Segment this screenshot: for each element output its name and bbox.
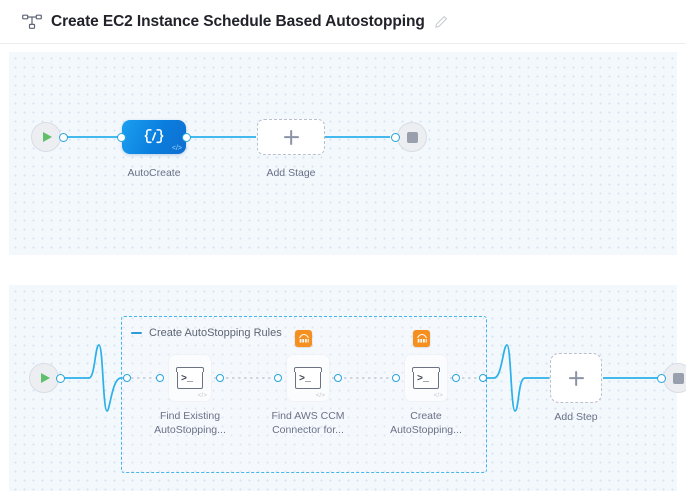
aws-connector-icon [413,330,430,347]
play-icon [43,132,52,142]
step-end-node[interactable] [657,363,686,393]
terminal-prompt: >_ [299,373,312,385]
terminal-icon: >_ [176,366,204,389]
page-title: Create EC2 Instance Schedule Based Autos… [51,12,425,30]
stage-card[interactable]: </> [122,120,186,154]
step-canvas[interactable]: Create AutoStopping Rules >_ </> Find Ex… [9,285,686,491]
plus-icon [284,130,299,145]
step-group-title: Create AutoStopping Rules [149,327,282,339]
step-connector-lines [57,344,664,412]
step-label: Create AutoStopping... [390,410,462,436]
start-node-circle [29,363,59,393]
step-code-glyph: </> [315,391,325,399]
add-stage-label: Add Stage [266,167,316,179]
terminal-prompt: >_ [181,373,194,385]
step-input-port[interactable] [156,374,164,382]
step-output-port[interactable] [452,374,460,382]
play-icon [41,373,50,383]
step-start-node[interactable] [29,363,65,393]
add-stage-button[interactable] [257,119,325,155]
group-output-port[interactable] [479,374,487,382]
stage-output-port[interactable] [182,133,191,142]
code-brackets-icon [144,129,164,144]
start-node-circle [31,122,61,152]
start-node-port[interactable] [59,133,68,142]
end-node-circle [397,122,427,152]
step-output-port[interactable] [216,374,224,382]
start-node-port[interactable] [56,374,65,383]
step-code-glyph: </> [433,391,443,399]
step-group-header[interactable]: Create AutoStopping Rules [131,327,282,339]
add-step-button[interactable] [550,353,602,403]
stage-canvas[interactable]: </> AutoCreate Add Stage [9,52,677,255]
end-node-port[interactable] [657,374,666,383]
stage-end-node[interactable] [391,122,427,152]
stage-input-port[interactable] [117,133,126,142]
terminal-icon: >_ [412,366,440,389]
step-code-glyph: </> [197,391,207,399]
step-label: Find Existing AutoStopping... [154,410,226,436]
terminal-icon: >_ [294,366,322,389]
minus-icon[interactable] [131,332,142,334]
step-card[interactable]: >_ </> [168,354,212,402]
step-output-port[interactable] [334,374,342,382]
page-header: Create EC2 Instance Schedule Based Autos… [0,0,686,44]
step-label: Find AWS CCM Connector for... [271,410,345,436]
step-input-port[interactable] [274,374,282,382]
stage-start-node[interactable] [31,122,68,152]
group-input-port[interactable] [123,374,131,382]
stage-code-glyph: </> [171,145,182,152]
step-input-port[interactable] [392,374,400,382]
step-card[interactable]: >_ </> [404,354,448,402]
add-step-label: Add Step [554,411,598,423]
plus-icon [569,371,584,386]
end-node-port[interactable] [391,133,400,142]
stop-icon [406,131,418,143]
stage-label: AutoCreate [127,167,181,179]
pipeline-icon [22,14,42,29]
step-card[interactable]: >_ </> [286,354,330,402]
terminal-prompt: >_ [417,373,430,385]
stage-connector-lines [59,136,390,138]
aws-connector-icon [295,330,312,347]
edit-pencil-icon[interactable] [434,15,448,29]
end-node-circle [663,363,686,393]
stop-icon [672,372,684,384]
